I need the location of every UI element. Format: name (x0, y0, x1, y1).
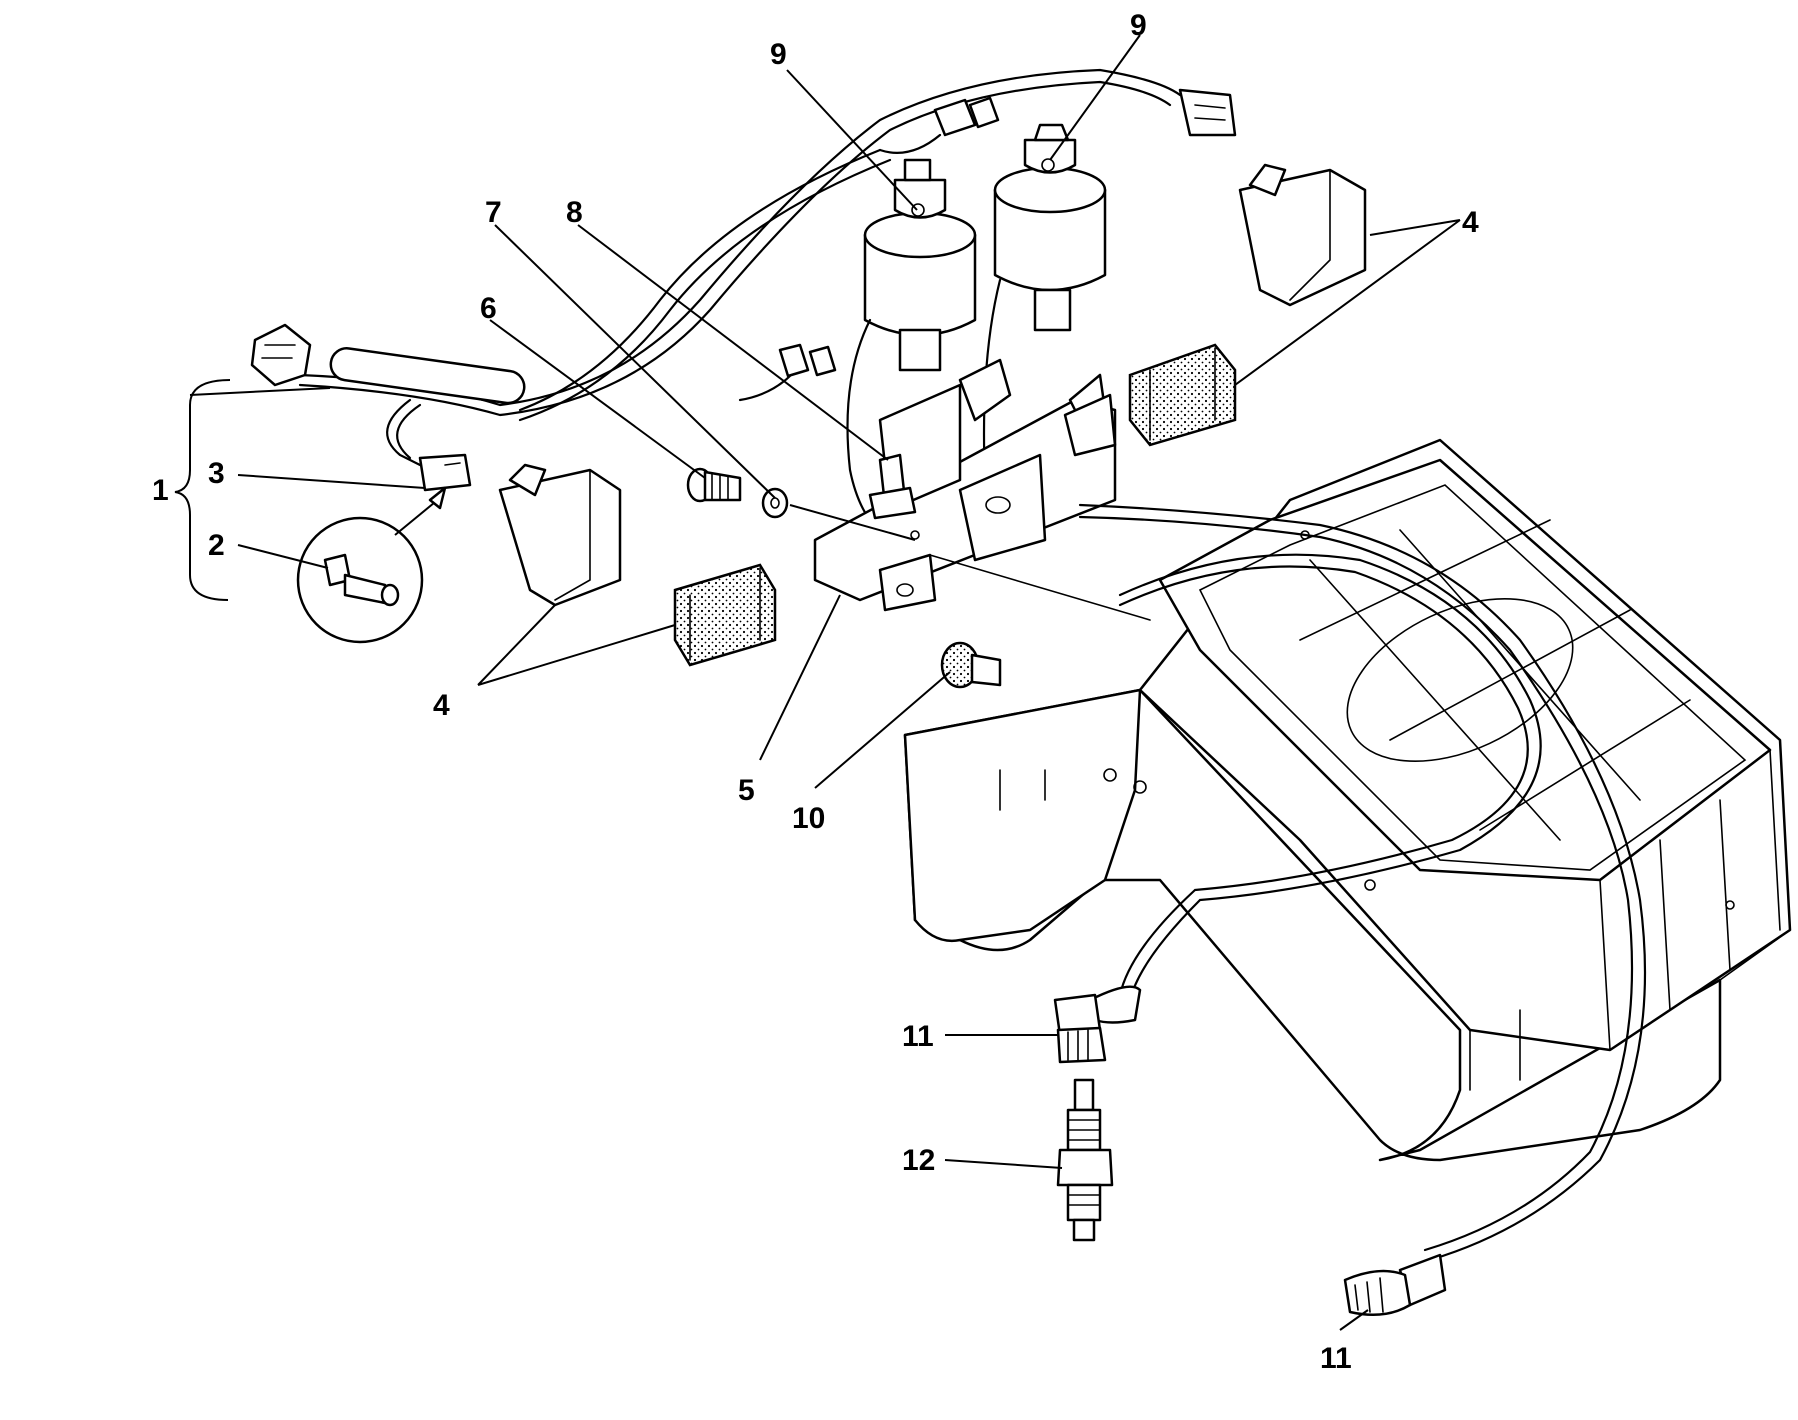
foam-block-left (673, 563, 777, 667)
callout-9-left: 9 (770, 38, 787, 71)
terminal-detail-inset (296, 486, 447, 644)
ignition-coil-right (982, 123, 1107, 482)
callout-8: 8 (566, 196, 583, 229)
coil-cover-right (1238, 163, 1367, 307)
callout-1: 1 (152, 474, 169, 507)
callout-11-upper: 11 (902, 1020, 934, 1053)
callout-4-left: 4 (433, 689, 450, 722)
callout-2: 2 (208, 529, 225, 562)
spark-plug-cap-upper (1053, 985, 1142, 1064)
mounting-bracket (813, 358, 1117, 612)
airbox-housing (903, 438, 1792, 1162)
spark-plug (1056, 1078, 1114, 1242)
screw-part-6 (686, 467, 742, 503)
wiring-harness (250, 68, 1237, 492)
bolt-part-8 (868, 453, 917, 520)
spark-plug-cap-lower (1343, 1253, 1447, 1317)
leader-lines (174, 34, 1461, 1331)
callout-7: 7 (485, 196, 502, 229)
ignition-coil-left (846, 158, 977, 542)
callout-9-right: 9 (1130, 9, 1147, 42)
callout-5: 5 (738, 774, 755, 807)
washer-part-7 (761, 487, 789, 519)
callout-6: 6 (480, 292, 497, 325)
callout-10: 10 (792, 802, 825, 835)
callout-3: 3 (208, 457, 225, 490)
callout-12: 12 (902, 1144, 935, 1177)
callout-4-right: 4 (1462, 206, 1479, 239)
callout-numbers: 1 3 2 4 4 5 6 7 8 9 9 10 11 11 12 (152, 9, 1479, 1375)
coil-cover-left (498, 463, 622, 607)
foam-block-right (1128, 343, 1237, 447)
callout-11-lower: 11 (1320, 1342, 1352, 1375)
high-tension-lead (1078, 503, 1647, 1262)
grommet-part-10 (940, 641, 1002, 689)
